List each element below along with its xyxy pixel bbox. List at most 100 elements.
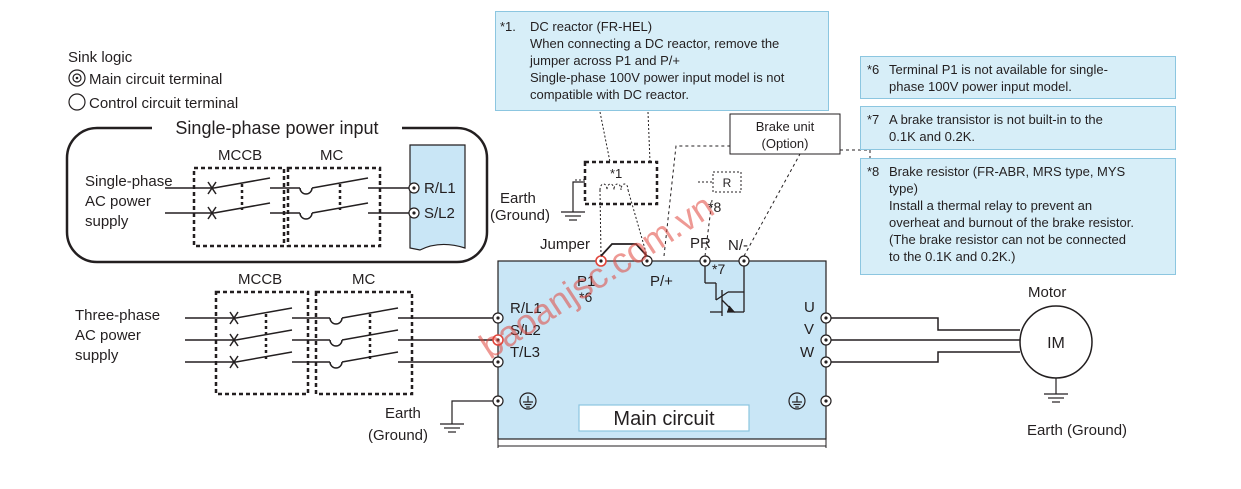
note1-leader-2 <box>647 111 651 163</box>
single-phase-mccb-label: MCCB <box>218 147 262 164</box>
terminal-pr <box>699 255 711 267</box>
single-phase-terminal-rl1-label: R/L1 <box>424 180 456 197</box>
terminal-w-label: W <box>800 344 815 361</box>
brake-resistor-label: R <box>723 176 732 190</box>
three-phase-mechanical-link <box>264 314 372 360</box>
terminal-n-minus <box>738 255 750 267</box>
terminal-n-minus-label: N/- <box>728 237 748 254</box>
three-phase-wires <box>185 307 498 369</box>
motor-earth-label: Earth (Ground) <box>1027 422 1127 439</box>
brake-unit-dashed-outline <box>663 145 871 257</box>
three-phase-mc-label: MC <box>352 271 375 288</box>
note-mark-8: *8 <box>708 199 721 215</box>
main-circuit-label-box <box>578 404 750 432</box>
dc-reactor-earth-lead <box>572 181 585 212</box>
main-circuit-label: Main circuit <box>613 408 715 430</box>
note-8-mark: *8 <box>867 164 880 179</box>
main-terminal-legend-label: Main circuit terminal <box>89 71 222 88</box>
note-1-line1: DC reactor (FR-HEL) <box>530 19 653 34</box>
three-phase-source-line1: Three-phase <box>75 307 160 324</box>
brake-resistor-box <box>712 171 742 193</box>
single-phase-wires <box>165 177 410 220</box>
earth-bottom-line2: (Ground) <box>368 427 428 444</box>
ground-icon-motor <box>1043 393 1069 403</box>
brake-unit-line1: Brake unit <box>756 119 815 134</box>
terminal-v-label: V <box>804 321 814 338</box>
terminal-sl2-label: S/L2 <box>510 322 541 339</box>
note-mark-1-inline: *1 <box>610 166 622 181</box>
dc-reactor-box <box>583 160 659 206</box>
note-6-box: *6 Terminal P1 is not available for sing… <box>860 56 1176 99</box>
single-phase-source-line1: Single-phase <box>85 173 173 190</box>
terminal-rl1-label: R/L1 <box>510 300 542 317</box>
three-phase-mc-box <box>314 290 414 396</box>
single-phase-terminal-sl2 <box>408 207 420 219</box>
single-phase-mccb-box <box>192 166 286 248</box>
note-8-line3: Install a thermal relay to prevent an <box>889 198 1093 213</box>
earth-bottom-lead <box>451 400 493 424</box>
earth-top-line1: Earth <box>500 190 536 207</box>
note-6-mark: *6 <box>867 62 880 77</box>
terminal-u-label: U <box>804 299 815 316</box>
brake-unit-callout <box>729 113 841 155</box>
earth-bottom-line1: Earth <box>385 405 421 422</box>
dc-reactor-coil-icon <box>599 183 629 191</box>
note-1-line2: When connecting a DC reactor, remove the <box>530 36 780 51</box>
note-8-line5: (The brake resistor can not be connected <box>889 232 1127 247</box>
three-phase-source-line2: AC power <box>75 327 141 344</box>
brake-transistor-icon <box>704 266 745 316</box>
single-phase-terminal-sl2-label: S/L2 <box>424 205 455 222</box>
ground-icon-top <box>560 211 586 221</box>
note1-leader <box>599 111 611 163</box>
note-7-line1: A brake transistor is not built-in to th… <box>889 112 1103 127</box>
terminal-earth-out <box>820 395 832 407</box>
note-8-line1: Brake resistor (FR-ABR, MRS type, MYS <box>889 164 1126 179</box>
note-1-line4: Single-phase 100V power input model is n… <box>530 70 785 85</box>
main-terminal-legend-icon <box>68 69 86 87</box>
three-phase-mccb-label: MCCB <box>238 271 282 288</box>
ground-icon-bottom <box>439 423 465 433</box>
single-phase-source-line2: AC power <box>85 193 151 210</box>
control-terminal-legend-label: Control circuit terminal <box>89 95 238 112</box>
note-7-line2: 0.1K and 0.2K. <box>889 129 976 144</box>
note-1-line5: compatible with DC reactor. <box>530 87 689 102</box>
three-phase-source-line3: supply <box>75 347 119 364</box>
jumper-wire <box>600 243 648 257</box>
jumper-label: Jumper <box>540 236 590 253</box>
motor-label: Motor <box>1028 284 1066 301</box>
single-phase-inverter-strip <box>409 144 466 251</box>
motor-wires <box>831 317 1020 363</box>
terminal-u <box>820 312 832 324</box>
single-phase-source-line3: supply <box>85 213 129 230</box>
note-1-line3: jumper across P1 and P/+ <box>530 53 680 68</box>
single-phase-input-box <box>65 118 489 264</box>
terminal-w <box>820 356 832 368</box>
single-phase-mc-box <box>286 166 382 248</box>
brake-unit-line2: (Option) <box>762 136 809 151</box>
note-8-box: *8 Brake resistor (FR-ABR, MRS type, MYS… <box>860 158 1176 275</box>
control-terminal-legend-icon <box>68 93 86 111</box>
terminal-p1-label: P1 <box>577 273 595 290</box>
single-phase-terminal-rl1 <box>408 182 420 194</box>
motor-name: IM <box>1047 335 1065 352</box>
note-7-mark: *7 <box>867 112 880 127</box>
terminal-tl3-label: T/L3 <box>510 344 540 361</box>
note-1-box: *1. DC reactor (FR-HEL) When connecting … <box>495 11 829 111</box>
legend-title: Sink logic <box>68 49 133 66</box>
note-7-box: *7 A brake transistor is not built-in to… <box>860 106 1176 150</box>
note-mark-7: *7 <box>712 261 725 277</box>
single-phase-box-title: Single-phase power input <box>175 118 378 138</box>
single-phase-mc-label: MC <box>320 147 343 164</box>
dc-reactor-leads <box>575 179 648 257</box>
note-6-line1: Terminal P1 is not available for single- <box>889 62 1108 77</box>
single-phase-mechanical-link <box>240 184 342 210</box>
note-8-line4: overheat and burnout of the brake resist… <box>889 215 1134 230</box>
note-8-line2: type) <box>889 181 918 196</box>
note-6-line2: phase 100V power input model. <box>889 79 1072 94</box>
note-1-mark: *1. <box>500 19 516 34</box>
note-mark-6: *6 <box>579 289 592 305</box>
terminal-v <box>820 334 832 346</box>
note-8-line6: to the 0.1K and 0.2K.) <box>889 249 1016 264</box>
terminal-earth-in <box>492 395 504 407</box>
